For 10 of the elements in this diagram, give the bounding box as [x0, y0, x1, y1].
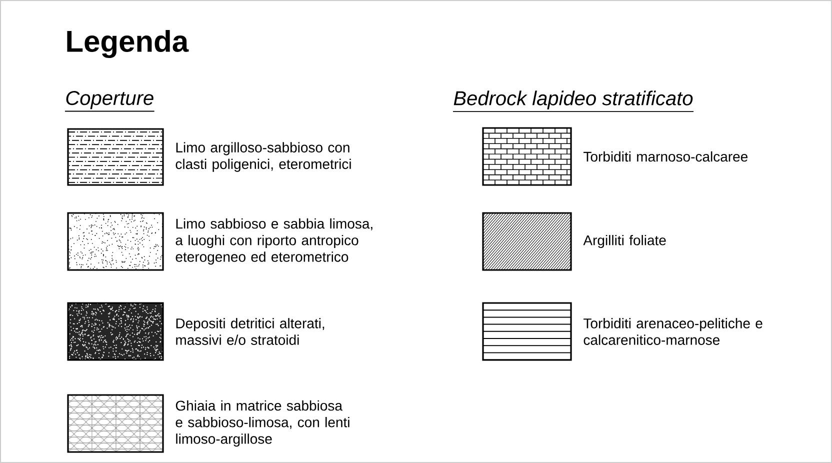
legend-text: Depositi detritici alterati, massivi e/o stratoidi — [176, 318, 324, 345]
legend-text: Ghiaia in matrice sabbiosa e sabbioso-limosa, con lenti limoso-argillose — [176, 400, 350, 447]
legend-text: Torbiditi arenaceo-pelitiche e calcarenitico-marnose — [584, 318, 762, 345]
legend-text: Limo sabbioso e sabbia limosa, a luoghi con riporto antropico eterogeneo ed eterometrico — [176, 218, 372, 265]
section-heading: Coperture — [64, 90, 155, 112]
legend-text: Torbiditi marnoso-calcaree — [584, 151, 748, 162]
title: Legenda — [67, 30, 189, 58]
legend-text: Limo argilloso-sabbioso con clasti poligenici, eterometrici — [176, 142, 351, 172]
section-heading: Bedrock lapideo stratificato — [452, 90, 694, 112]
legend-text: Argilliti foliate — [583, 234, 666, 248]
